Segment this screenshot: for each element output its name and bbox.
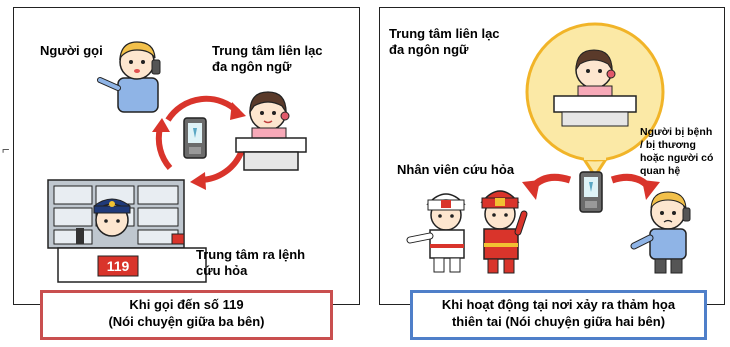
dispatch-center-scene <box>47 179 207 283</box>
phone-icon-right <box>579 171 603 213</box>
firefighter-label: Nhân viên cứu hỏa <box>397 162 515 177</box>
multilingual-center-label-left: Trung tâm liên lạc đa ngôn ngữ <box>212 43 323 74</box>
multilingual-center-label-right: Trung tâm liên lạc đa ngôn ngữ <box>389 26 500 57</box>
caption-right: Khi hoạt động tại nơi xảy ra thảm họa th… <box>410 290 707 340</box>
firefighter-red <box>480 190 528 274</box>
firefighter-white <box>406 193 466 273</box>
caption-right-line2: thiên tai (Nói chuyện giữa hai bên) <box>451 314 666 329</box>
two-way-arrows <box>522 173 660 200</box>
dispatch-center-label: Trung tâm ra lệnh cứu hỏa <box>196 247 306 278</box>
phone-icon-left <box>183 117 207 159</box>
caption-right-line1: Khi hoạt động tại nơi xảy ra thảm họa <box>441 297 676 312</box>
caption-left: Khi gọi đến số 119 (Nói chuyện giữa ba b… <box>40 290 333 340</box>
operator-figure-left <box>235 91 307 171</box>
patient-label: Người bị bệnh / bị thương hoặc người có … <box>640 126 714 177</box>
caller-figure <box>97 41 161 113</box>
caption-left-line2: (Nói chuyện giữa ba bên) <box>108 314 265 329</box>
side-mark: ⌐ <box>2 142 10 157</box>
three-way-cycle-arrows <box>152 95 246 190</box>
caller-label: Người gọi <box>40 43 103 58</box>
patient-figure <box>630 191 691 274</box>
console-number: 119 <box>107 258 130 274</box>
multilingual-center-bubble <box>525 22 665 179</box>
caption-left-line1: Khi gọi đến số 119 <box>129 297 244 312</box>
